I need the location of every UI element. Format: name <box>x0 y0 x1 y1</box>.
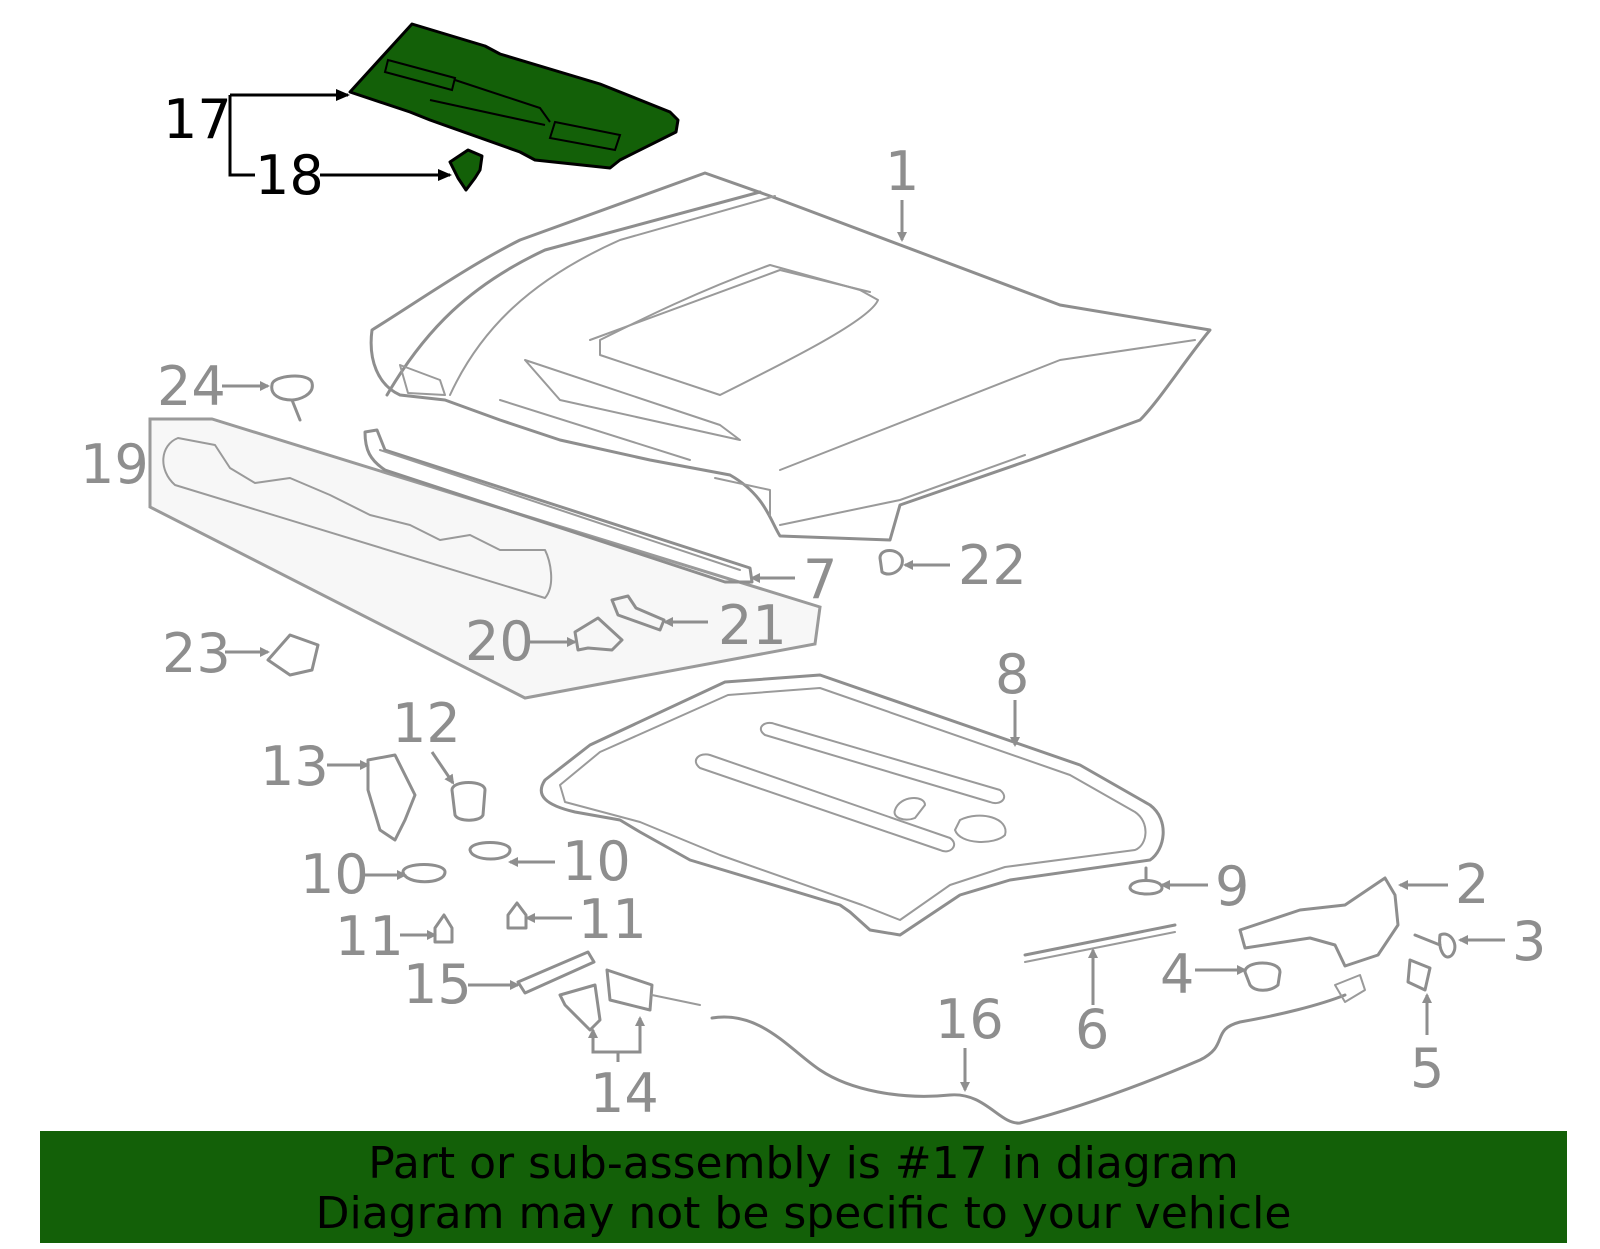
callout-20: 20 <box>465 610 534 673</box>
footer-banner: Part or sub-assembly is #17 in diagram D… <box>40 1131 1567 1243</box>
callout-6: 6 <box>1075 998 1109 1061</box>
callout-19: 19 <box>80 433 149 496</box>
part-10-bumper-right <box>468 841 512 861</box>
part-10-bumper-left <box>401 863 447 884</box>
part-12-bumper <box>450 781 487 822</box>
part-14-latch <box>558 968 701 1032</box>
callout-14: 14 <box>590 1062 659 1125</box>
callout-3: 3 <box>1512 910 1546 973</box>
part-20-clip <box>573 616 624 652</box>
part-11-bumper-right <box>506 901 528 930</box>
part-9-pin <box>1128 866 1164 896</box>
callout-2: 2 <box>1455 853 1489 916</box>
callout-24: 24 <box>157 355 226 418</box>
part-23-nut <box>266 633 320 677</box>
part-16-release-cable <box>710 974 1366 1125</box>
callout-9: 9 <box>1215 855 1249 918</box>
part-8-insulator <box>539 673 1165 937</box>
callout-22: 22 <box>958 534 1027 597</box>
callout-12: 12 <box>392 692 461 755</box>
part-4-grommet <box>1243 961 1282 992</box>
part-3-bolt <box>1413 932 1457 959</box>
callout-11b: 11 <box>578 888 647 951</box>
leader-14 <box>588 1016 645 1062</box>
part-11-bumper-left <box>433 913 454 944</box>
part-22-nut <box>878 549 904 576</box>
callout-4: 4 <box>1160 943 1194 1006</box>
callout-11a: 11 <box>335 905 404 968</box>
part-15-latch-support <box>516 950 596 995</box>
footer-line-2: Diagram may not be specific to your vehi… <box>315 1188 1292 1239</box>
callout-5: 5 <box>1410 1037 1444 1100</box>
callout-7: 7 <box>803 548 837 611</box>
callout-1: 1 <box>885 140 919 203</box>
callout-8: 8 <box>995 643 1029 706</box>
callout-13: 13 <box>260 735 329 798</box>
part-18-clip <box>448 148 484 192</box>
leader-17 <box>228 89 350 177</box>
callout-17: 17 <box>163 88 232 151</box>
callout-23: 23 <box>162 622 231 685</box>
leader-12 <box>430 751 455 785</box>
part-21-bolt <box>610 594 666 632</box>
part-5-nut <box>1406 958 1432 992</box>
part-17-hood-vent <box>348 22 680 170</box>
callout-16: 16 <box>935 988 1004 1051</box>
part-6-strut <box>1023 923 1177 963</box>
callout-18: 18 <box>255 144 324 207</box>
footer-line-1: Part or sub-assembly is #17 in diagram <box>368 1138 1239 1189</box>
part-13-bracket <box>366 753 417 842</box>
callout-15: 15 <box>403 953 472 1016</box>
callout-21: 21 <box>718 594 787 657</box>
part-7-seal <box>363 428 754 584</box>
part-24-bolt <box>270 374 314 422</box>
part-2-hinge <box>1238 876 1400 968</box>
part-1-hood <box>369 171 1212 542</box>
callout-10a: 10 <box>300 843 369 906</box>
callout-10b: 10 <box>562 830 631 893</box>
